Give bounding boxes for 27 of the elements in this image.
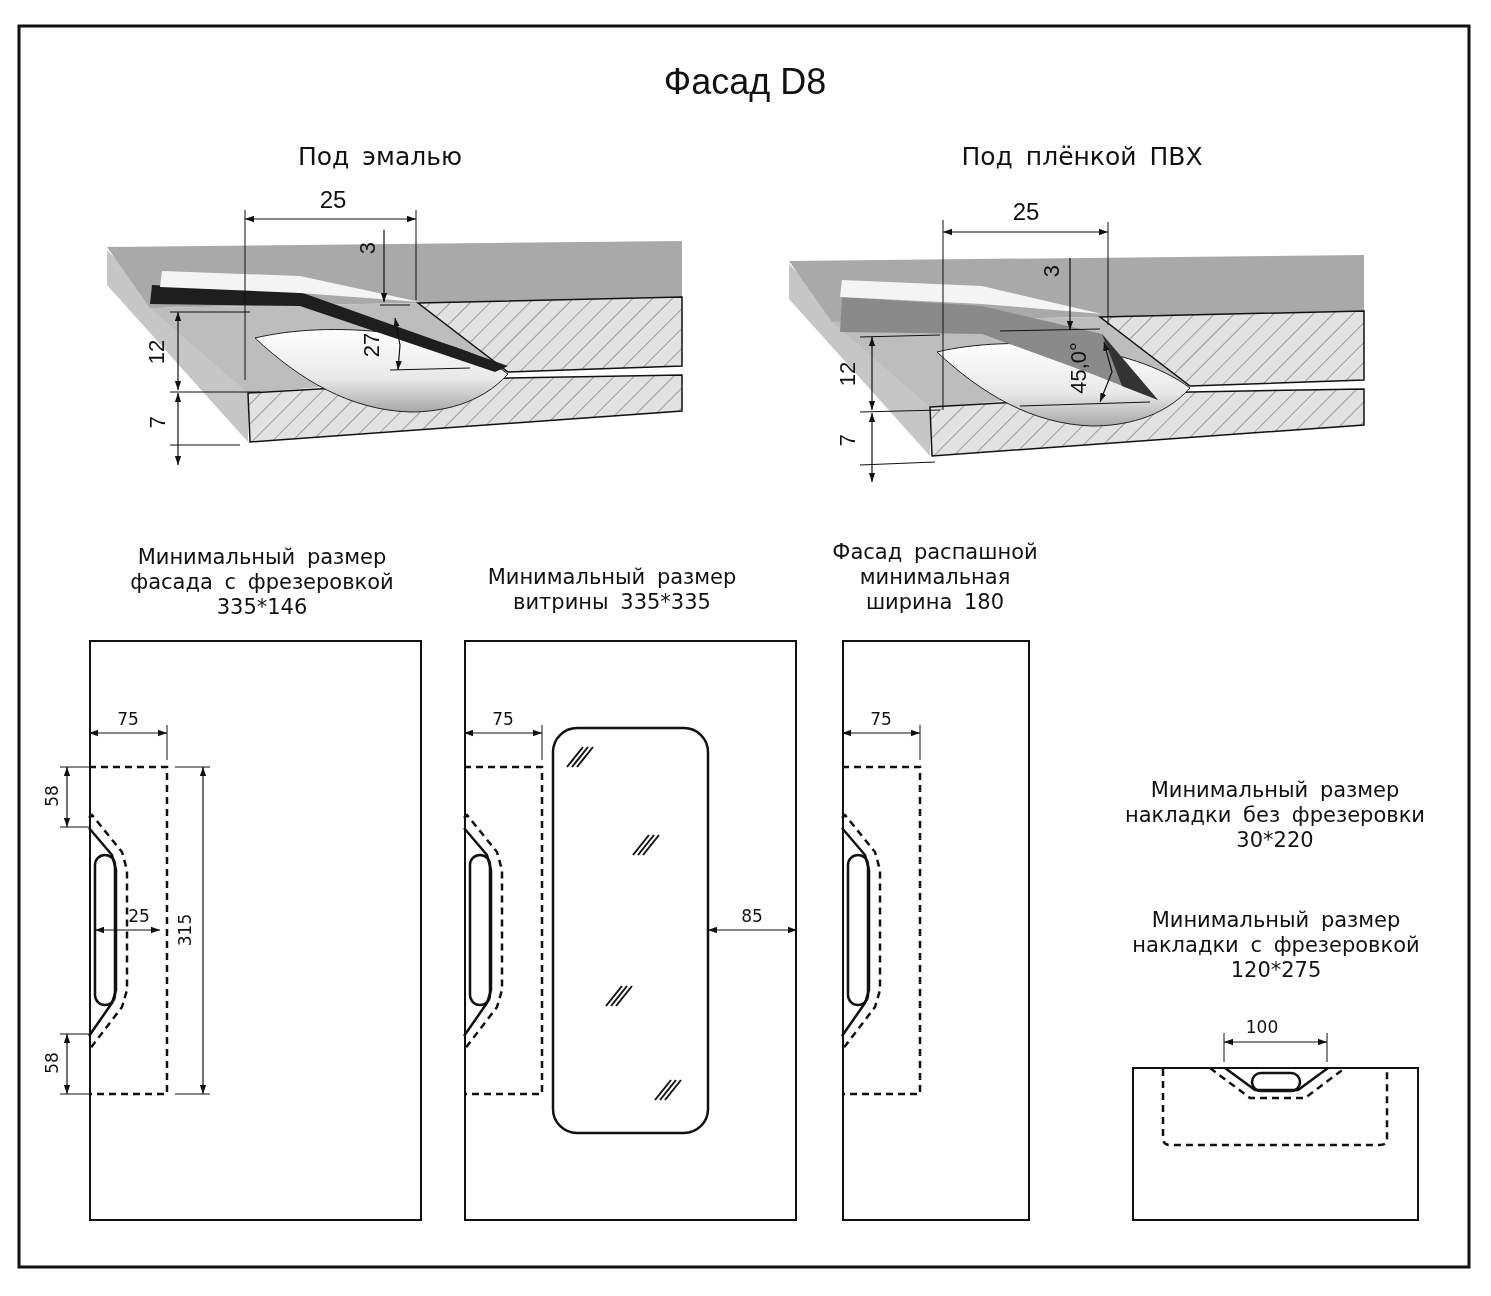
dimension-value: 75 [117,709,139,729]
dimension-value: 58 [42,1052,62,1074]
dimension-value: 12 [835,361,861,387]
panel-caption: Минимальный размер накладки с фрезеровкой 120*275 [1131,908,1421,983]
section-caption: Под плёнкой ПВХ [961,143,1203,171]
dimension-value: 315 [175,913,195,947]
dimension-value: 75 [870,709,892,729]
dimension-value: 85 [741,906,763,926]
dimension-value: 25 [1012,198,1040,226]
dimension-value: 25 [128,906,150,926]
angle-value: 45,0° [1066,342,1092,394]
note-text: Минимальный размер накладки без фрезеровки 30*220 [1124,777,1426,853]
section-caption: Под эмалью [298,143,462,171]
angle-value: 27 [359,332,385,358]
dimension-value: 7 [835,433,861,447]
dimension-value: 12 [144,339,170,365]
dimension-value: 25 [319,186,347,214]
dimension-value: 58 [42,785,62,807]
diagram-title: Фасад D8 [663,61,827,103]
dimension-value: 75 [492,709,514,729]
panel-caption: Минимальный размер фасада с фрезеровкой 335*146 [129,545,395,620]
dimension-value: 7 [145,415,171,429]
dimension-value: 3 [1039,264,1065,278]
panel-caption: Фасад распашной минимальная ширина 180 [831,540,1039,615]
dimension-value: 3 [355,241,381,255]
dimension-value: 100 [1245,1017,1279,1037]
panel-caption: Минимальный размер витрины 335*335 [486,565,738,615]
